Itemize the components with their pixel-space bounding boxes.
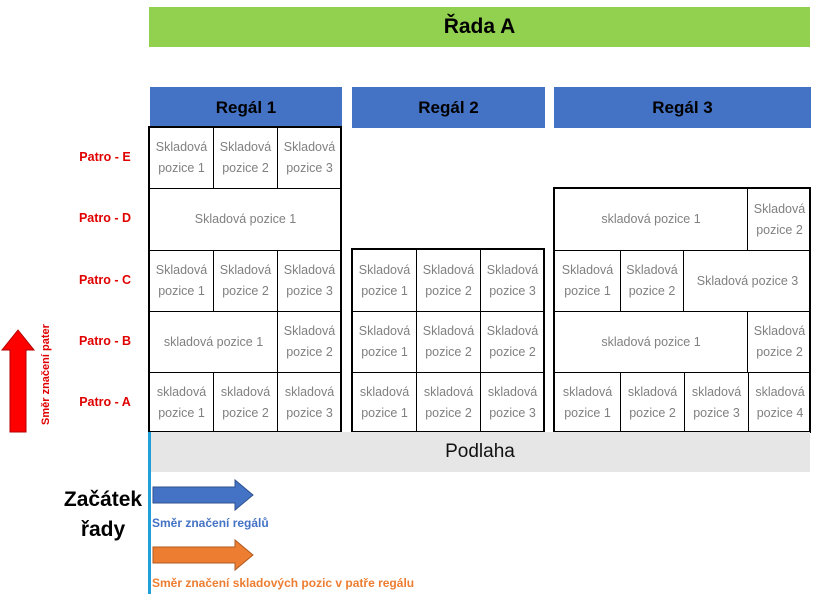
floor-label-a: Patro - A: [79, 395, 131, 409]
floor-label: Podlaha: [150, 432, 810, 472]
r2-a-1: skladová pozice 1: [353, 372, 416, 431]
r2-b-2: Skladová pozice 2: [416, 311, 480, 372]
regal-3-header: Regál 3: [554, 87, 811, 128]
r3-b-2: Skladová pozice 2: [747, 311, 809, 372]
r2-a-3: skladová pozice 3: [480, 372, 543, 431]
regal-3-rack: skladová pozice 1 Skladová pozice 2 Skla…: [553, 187, 811, 433]
regal-direction-label: Směr značení regálů: [152, 516, 269, 530]
regal-2-header: Regál 2: [352, 87, 545, 128]
r2-c-3: Skladová pozice 3: [480, 250, 543, 311]
floor-label-d: Patro - D: [78, 211, 132, 225]
row-start-line: [148, 432, 151, 594]
r2-c-1: Skladová pozice 1: [353, 250, 416, 311]
regal-2-rack: Skladová pozice 1 Skladová pozice 2 Skla…: [351, 248, 545, 433]
r1-e-2: Skladová pozice 2: [213, 128, 277, 188]
floor-label-e: Patro - E: [79, 150, 131, 164]
r1-c-2: Skladová pozice 2: [213, 250, 277, 311]
r1-b-2: Skladová pozice 2: [277, 311, 340, 372]
r3-a-2: skladová pozice 2: [620, 372, 684, 431]
regal-1-header: Regál 1: [150, 87, 342, 128]
vertical-direction-arrow-icon: [0, 329, 36, 433]
r3-a-4: skladová pozice 4: [748, 372, 809, 431]
r1-e-3: Skladová pozice 3: [277, 128, 340, 188]
r3-b-1: skladová pozice 1: [555, 311, 747, 372]
r1-e-1: Skladová pozice 1: [150, 128, 213, 188]
r2-a-2: skladová pozice 2: [416, 372, 480, 431]
row-start-label: Začátek řady: [63, 488, 143, 541]
r2-b-1: Skladová pozice 1: [353, 311, 416, 372]
r2-b-3: Skladová pozice 2: [480, 311, 543, 372]
r1-a-3: skladová pozice 3: [277, 372, 340, 431]
r3-c-2: Skladová pozice 2: [620, 250, 683, 311]
r1-a-2: skladová pozice 2: [213, 372, 277, 431]
r1-b-1: skladová pozice 1: [150, 311, 277, 372]
floor-label-b: Patro - B: [78, 334, 132, 348]
regal-1-rack: Skladová pozice 1 Skladová pozice 2 Skla…: [148, 126, 342, 433]
vertical-direction-label: Směr značení pater: [40, 324, 52, 426]
r3-a-3: skladová pozice 3: [684, 372, 748, 431]
r1-a-1: skladová pozice 1: [150, 372, 213, 431]
floor-label-c: Patro - C: [78, 273, 132, 287]
r3-c-1: Skladová pozice 1: [555, 250, 620, 311]
r3-d-2: Skladová pozice 2: [747, 189, 809, 250]
row-title: Řada A: [149, 7, 810, 47]
position-direction-arrow-icon: [152, 538, 254, 572]
position-direction-label: Směr značení skladových pozic v patře re…: [152, 576, 415, 590]
r1-c-1: Skladová pozice 1: [150, 250, 213, 311]
r3-d-1: skladová pozice 1: [555, 189, 747, 250]
regal-direction-arrow-icon: [152, 478, 254, 512]
r3-c-3: Skladová pozice 3: [683, 250, 809, 311]
r2-c-2: Skladová pozice 2: [416, 250, 480, 311]
r3-a-1: skladová pozice 1: [555, 372, 620, 431]
r1-c-3: Skladová pozice 3: [277, 250, 340, 311]
r1-d-1: Skladová pozice 1: [150, 188, 340, 250]
